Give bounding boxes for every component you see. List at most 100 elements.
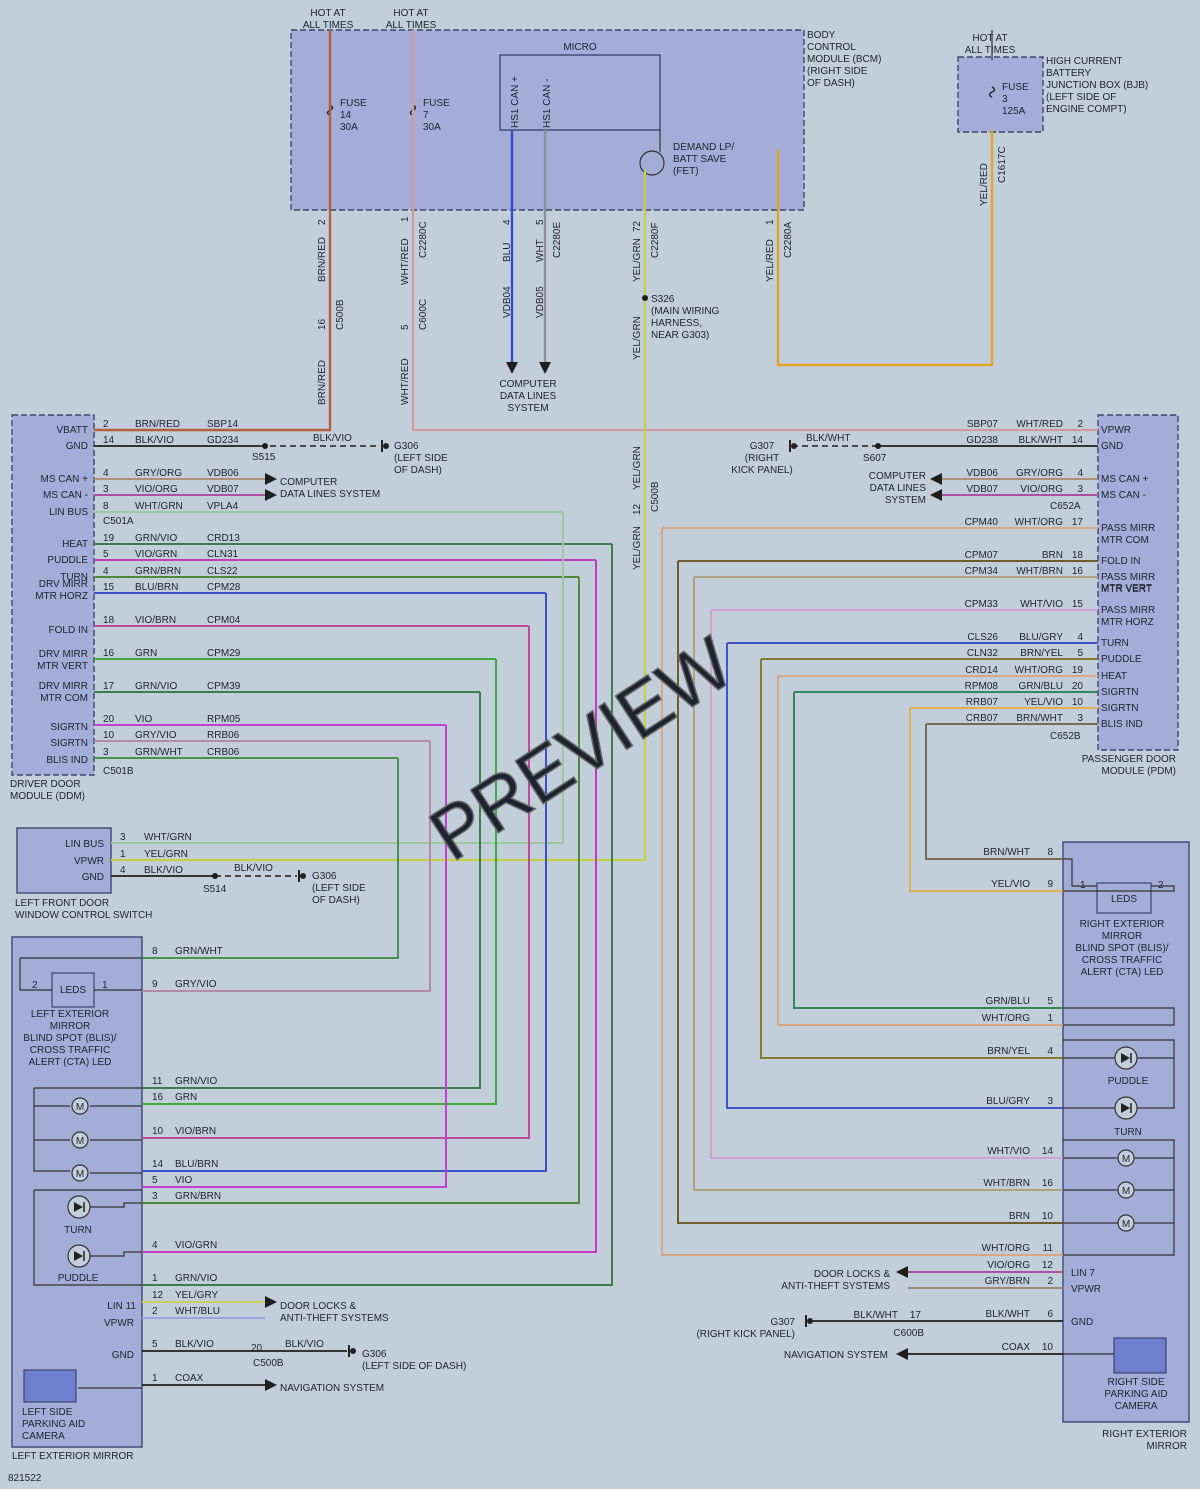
puddle-label: PUDDLE: [58, 1273, 99, 1284]
ddm-pin-label: GND: [66, 441, 88, 452]
pdm-pin-label: FOLD IN: [1101, 556, 1140, 567]
left-led-desc: CROSS TRAFFIC: [30, 1045, 110, 1056]
g306-label: G306: [362, 1349, 387, 1360]
pin-label: 2: [1077, 419, 1083, 430]
right-led-desc: ALERT (CTA) LED: [1081, 967, 1164, 978]
pin-label: 4: [152, 1240, 158, 1251]
pin-label: 4: [120, 865, 126, 876]
wire-label: BLK/VIO: [144, 865, 183, 876]
bjb-name: HIGH CURRENT: [1046, 56, 1123, 67]
hot-label: HOT AT: [972, 33, 1007, 44]
pin-label: 4: [502, 219, 513, 225]
pdm-pin-label: PASS MIRR: [1101, 523, 1155, 534]
rem-internal: [1063, 885, 1175, 892]
lem-wire: [142, 560, 597, 1253]
leds-label: LEDS: [1111, 894, 1137, 905]
lem-wire: [142, 741, 431, 992]
pdm-name: MODULE (PDM): [1102, 766, 1176, 777]
pin-label: 3: [120, 832, 126, 843]
wire-label: BLK/WHT: [854, 1310, 898, 1321]
arrow-can-plus: [506, 362, 518, 374]
wire-label: GRY/VIO: [135, 730, 177, 741]
pin-label: 2: [317, 219, 328, 225]
lem-wire: [142, 577, 580, 1204]
bcm-name: CONTROL: [807, 42, 856, 53]
wire-label: YEL/VIO: [991, 879, 1030, 890]
rem-wire: [777, 676, 1063, 1026]
circuit-label: CLN32: [967, 648, 999, 659]
s326-label: NEAR G303): [651, 330, 709, 341]
wire-label: GRN/VIO: [175, 1273, 217, 1284]
fuse-7-label: FUSE: [423, 98, 450, 109]
pin-label: 5: [1077, 648, 1083, 659]
connector-label: C501B: [103, 766, 134, 777]
computer-data-lines: SYSTEM: [507, 403, 548, 414]
ddm-pin-label: VBATT: [57, 425, 88, 436]
wcs-pin-label: VPWR: [74, 856, 104, 867]
lem-wire: [142, 692, 481, 1089]
circuit-label: RRB06: [207, 730, 240, 741]
s326-label: S326: [651, 294, 675, 305]
pdm-pin-label: MS CAN -: [1101, 490, 1146, 501]
computer-data-lines: COMPUTER: [869, 471, 926, 482]
fuse-7-label: 7: [423, 110, 429, 121]
wcs-pin-label: LIN BUS: [65, 839, 104, 850]
arrow-nav: [265, 1379, 277, 1391]
g306-label: (LEFT SIDE OF DASH): [362, 1361, 466, 1372]
circuit-label: CPM39: [207, 681, 241, 692]
ddm-pin-label: SIGRTN: [50, 722, 88, 733]
wire-label: YEL/GRY: [175, 1290, 218, 1301]
ddm-name: DRIVER DOOR: [10, 779, 81, 790]
circuit-label: RPM08: [965, 681, 999, 692]
motor-icon: [71, 1097, 89, 1115]
connector-label: C500B: [650, 481, 661, 512]
pin-label: 11: [152, 1076, 163, 1087]
right-camera-label: CAMERA: [1115, 1401, 1158, 1412]
hot-label: HOT AT: [310, 8, 345, 19]
motor-icon: [71, 1164, 89, 1182]
pin-label: 5: [103, 549, 109, 560]
pin-label: 20: [251, 1343, 263, 1354]
diode-icon: [74, 1251, 83, 1261]
wire-label: YEL/GRN: [632, 316, 643, 360]
left-camera-label: CAMERA: [22, 1431, 65, 1442]
rem-wire: [661, 528, 1063, 1256]
circuit-label: CRD13: [207, 533, 240, 544]
s326-label: (MAIN WIRING: [651, 306, 720, 317]
pin-label: 10: [1042, 1211, 1054, 1222]
wire-label: YEL/VIO: [1024, 697, 1063, 708]
lem-pin-label: GND: [112, 1350, 134, 1361]
wcs-pin-label: GND: [82, 872, 104, 883]
rem-wire: [793, 692, 1063, 1009]
pin-label: 4: [103, 468, 109, 479]
lem-name: LEFT EXTERIOR MIRROR: [12, 1451, 134, 1462]
pin-label: 3: [152, 1191, 158, 1202]
motor-icon-label: M: [1122, 1219, 1130, 1230]
wire-yel-red: [776, 130, 994, 367]
pin-label: 12: [1042, 1260, 1054, 1271]
motor-icon-label: M: [1122, 1154, 1130, 1165]
ddm-pin-label: MS CAN -: [43, 490, 88, 501]
pin-label: 17: [910, 1310, 922, 1321]
wire-label: VIO: [175, 1175, 192, 1186]
pin-label: 1: [400, 216, 411, 222]
motor-icon: [71, 1131, 89, 1149]
circuit-label: GD238: [966, 435, 998, 446]
circuit-label: VDB06: [966, 468, 998, 479]
wire-label: COAX: [175, 1373, 204, 1384]
right-leds-box: [1096, 882, 1152, 914]
connector-label: C652A: [1050, 501, 1081, 512]
pin-label: 11: [1043, 1243, 1054, 1254]
bcm-name: BODY: [807, 30, 836, 41]
pin-label: 20: [103, 714, 115, 725]
g306-label: G306: [394, 441, 419, 452]
wire-label: YEL/RED: [765, 239, 776, 282]
wire-label: GRY/ORG: [135, 468, 182, 479]
motor-icon-label: M: [76, 1169, 84, 1180]
lem-wire: [142, 659, 497, 1105]
wire-label: GRN/WHT: [135, 747, 183, 758]
s326-label: HARNESS,: [651, 318, 702, 329]
rem-internal: [1063, 1007, 1175, 1026]
pin-label: 6: [1047, 1309, 1053, 1320]
wire-label: BRN/YEL: [987, 1046, 1030, 1057]
